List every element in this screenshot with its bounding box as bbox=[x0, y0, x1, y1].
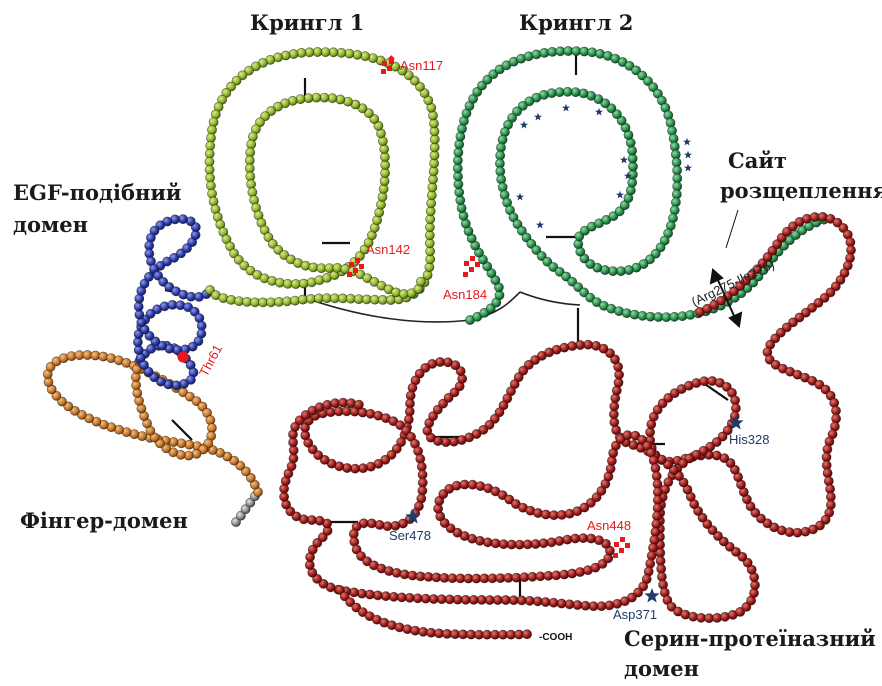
kringle2-label: Крингл 2 bbox=[519, 10, 633, 36]
residue-bead bbox=[375, 520, 384, 529]
asn184-label: Asn184 bbox=[443, 287, 487, 302]
residue-bead bbox=[647, 551, 656, 560]
residue-bead bbox=[378, 192, 387, 201]
residue-beads bbox=[43, 46, 856, 639]
kringle2-star-icon bbox=[562, 104, 570, 112]
glycan-asn448-icon bbox=[613, 537, 630, 558]
kringle1-domain-beads bbox=[205, 47, 440, 307]
kringle2-star-icon bbox=[536, 221, 544, 229]
finger-domain-label: Фінгер-домен bbox=[20, 508, 188, 534]
residue-bead bbox=[392, 568, 401, 577]
kringle2-star-icon bbox=[616, 191, 624, 199]
glycan-asn184-icon bbox=[463, 256, 480, 277]
serine-protease-label-line1: Серин-протеїназний bbox=[624, 626, 876, 652]
glycan-markers bbox=[178, 55, 631, 558]
residue-bead bbox=[497, 175, 506, 184]
kringle2-star-icon bbox=[684, 151, 692, 159]
residue-bead bbox=[612, 386, 621, 395]
kringle2-star-icon bbox=[683, 138, 691, 146]
residue-bead bbox=[533, 508, 542, 517]
his328-label: His328 bbox=[729, 432, 769, 447]
finger-bridge bbox=[172, 420, 192, 440]
cleavage-site-label-line2: розщеплення bbox=[720, 178, 882, 204]
kringle2-star-icon bbox=[595, 108, 603, 116]
c-terminus-label: -COOH bbox=[539, 632, 572, 643]
residue-bead bbox=[354, 400, 363, 409]
asp371-star-icon bbox=[644, 588, 659, 603]
residue-bead bbox=[411, 626, 420, 635]
residue-bead bbox=[568, 341, 577, 350]
asp371-label: Asp371 bbox=[613, 607, 657, 622]
cleavage-site-label-line1: Сайт bbox=[728, 148, 787, 174]
residue-bead bbox=[522, 630, 531, 639]
residue-bead bbox=[646, 559, 655, 568]
residue-bead bbox=[666, 118, 675, 127]
residue-bead bbox=[651, 527, 660, 536]
ser478-label: Ser478 bbox=[389, 528, 431, 543]
k2-sp-linker bbox=[520, 292, 580, 305]
egf-domain-label-line1: EGF-подібний bbox=[13, 180, 182, 206]
kringle2-star-icon bbox=[620, 156, 628, 164]
residue-bead bbox=[588, 48, 597, 57]
residue-bead bbox=[366, 462, 375, 471]
thr61-glycan-icon bbox=[178, 352, 189, 363]
kringle1-label: Крингл 1 bbox=[250, 10, 364, 36]
egf-domain-label-line2: домен bbox=[13, 212, 88, 238]
asn142-label: Asn142 bbox=[366, 242, 410, 257]
residue-bead bbox=[532, 50, 541, 59]
asn448-label: Asn448 bbox=[587, 518, 631, 533]
kringle2-star-icon bbox=[520, 121, 528, 129]
residue-bead bbox=[568, 569, 577, 578]
kringle2-star-icon bbox=[534, 113, 542, 121]
residue-bead bbox=[622, 309, 631, 318]
kringle2-star-icon bbox=[516, 193, 524, 201]
residue-bead bbox=[823, 469, 832, 478]
residue-bead bbox=[289, 49, 298, 58]
n-terminus-beads bbox=[231, 492, 259, 527]
serine-protease-label-line2: домен bbox=[624, 656, 699, 682]
asn117-label: Asn117 bbox=[400, 58, 443, 73]
residue-bead bbox=[670, 206, 679, 215]
residue-bead bbox=[416, 277, 425, 286]
kringle2-star-icon bbox=[684, 164, 692, 172]
residue-bead bbox=[206, 181, 215, 190]
